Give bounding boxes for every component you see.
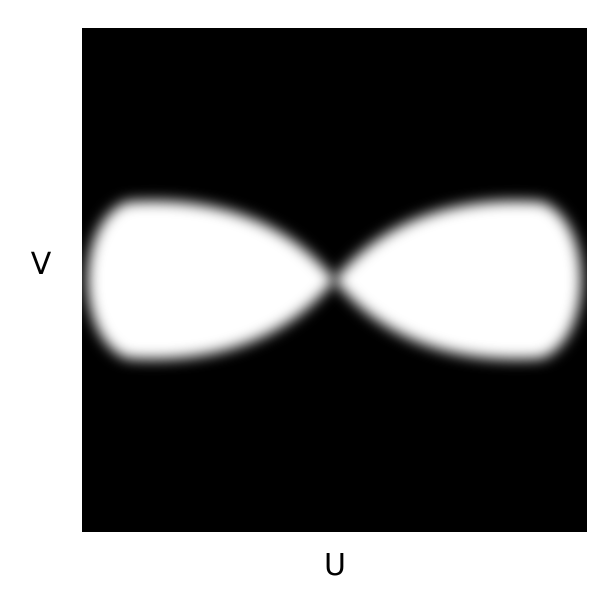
x-axis-label: U [324,548,346,583]
y-axis-label: V [31,247,52,282]
heatmap-lobe-left [87,200,335,360]
heatmap-lobe-right [334,200,582,360]
heatmap-layer [87,200,582,360]
